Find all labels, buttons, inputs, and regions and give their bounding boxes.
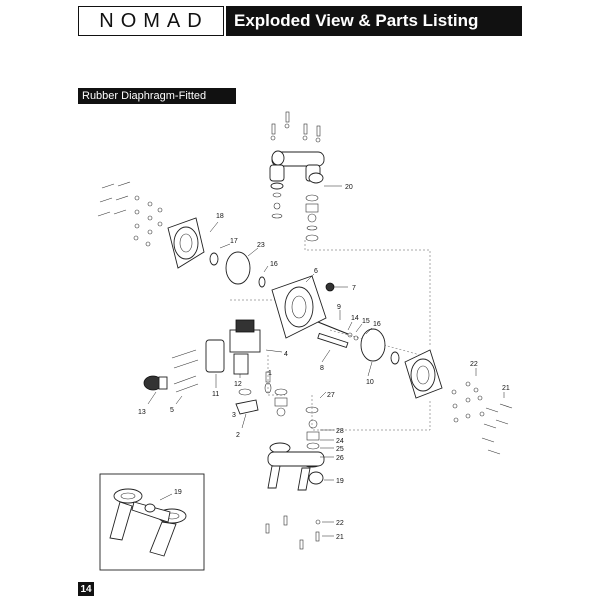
assembly-line xyxy=(311,395,431,431)
top-bolts xyxy=(270,111,321,143)
callout-9: 9 xyxy=(337,304,341,311)
callout-26: 26 xyxy=(336,455,344,462)
section-subtitle: Rubber Diaphragm-Fitted xyxy=(82,90,207,102)
callout-8: 8 xyxy=(320,365,324,372)
inner-plate-left xyxy=(258,276,266,288)
callout-18: 18 xyxy=(216,213,224,220)
callout-24: 24 xyxy=(336,438,344,445)
inner-plate-right xyxy=(390,351,400,365)
muffler xyxy=(143,375,168,391)
callout-4: 4 xyxy=(284,351,288,358)
outer-plate-left xyxy=(209,252,219,266)
callout-15: 15 xyxy=(362,318,370,325)
callout-23: 23 xyxy=(257,242,265,249)
callout-11: 11 xyxy=(212,391,219,398)
diaphragm-left xyxy=(225,251,251,285)
top-valve-stack-right xyxy=(305,194,319,242)
diaphragm-right xyxy=(360,328,386,362)
callout-22: 22 xyxy=(470,361,478,368)
callout-22b: 22 xyxy=(336,520,344,527)
page-title: Exploded View & Parts Listing xyxy=(234,11,479,30)
air-valve xyxy=(205,319,261,375)
callout-2: 2 xyxy=(236,432,240,439)
assembly-line xyxy=(304,240,431,345)
long-bolts xyxy=(171,349,199,393)
top-valve-stack-left xyxy=(271,192,283,219)
callout-1: 1 xyxy=(268,370,272,377)
callout-14: 14 xyxy=(351,315,359,322)
callout-7: 7 xyxy=(352,285,356,292)
assembly-line xyxy=(329,329,421,356)
brand-logo: NOMAD xyxy=(78,6,224,36)
inset-manifold xyxy=(109,488,187,557)
callout-17: 17 xyxy=(230,238,238,245)
bottom-manifold xyxy=(267,442,325,491)
callout-5: 5 xyxy=(170,407,174,414)
callout-19: 19 xyxy=(336,478,344,485)
callout-13: 13 xyxy=(138,409,146,416)
bottom-bolts xyxy=(265,515,321,550)
shaft xyxy=(317,321,359,341)
callout-6: 6 xyxy=(314,268,318,275)
callout-28: 28 xyxy=(336,428,344,435)
callout-21: 21 xyxy=(502,385,510,392)
callout-19-inset: 19 xyxy=(174,489,182,496)
callout-21b: 21 xyxy=(336,534,344,541)
lower-valve-stack xyxy=(274,388,320,450)
callout-12: 12 xyxy=(234,381,242,388)
callout-16: 16 xyxy=(270,261,278,268)
right-bolts xyxy=(451,381,513,455)
brand-name: NOMAD xyxy=(99,9,209,32)
pilot-spool xyxy=(317,332,349,349)
center-body xyxy=(271,275,335,339)
right-outer-chamber xyxy=(404,349,443,399)
page-title-bar: Exploded View & Parts Listing xyxy=(226,6,522,36)
callout-20: 20 xyxy=(345,184,353,191)
left-outer-chamber xyxy=(167,217,205,269)
callout-25: 25 xyxy=(336,446,344,453)
callout-3: 3 xyxy=(232,412,236,419)
left-bolts xyxy=(97,181,163,247)
callout-10: 10 xyxy=(366,379,374,386)
small-parts xyxy=(235,371,272,415)
callout-27: 27 xyxy=(327,392,335,399)
page-number: 14 xyxy=(78,582,94,596)
assembly-line xyxy=(267,355,285,396)
callout-16b: 16 xyxy=(373,321,381,328)
section-subtitle-bar: Rubber Diaphragm-Fitted xyxy=(78,88,236,104)
inset-frame xyxy=(99,473,205,571)
top-manifold xyxy=(269,150,325,190)
